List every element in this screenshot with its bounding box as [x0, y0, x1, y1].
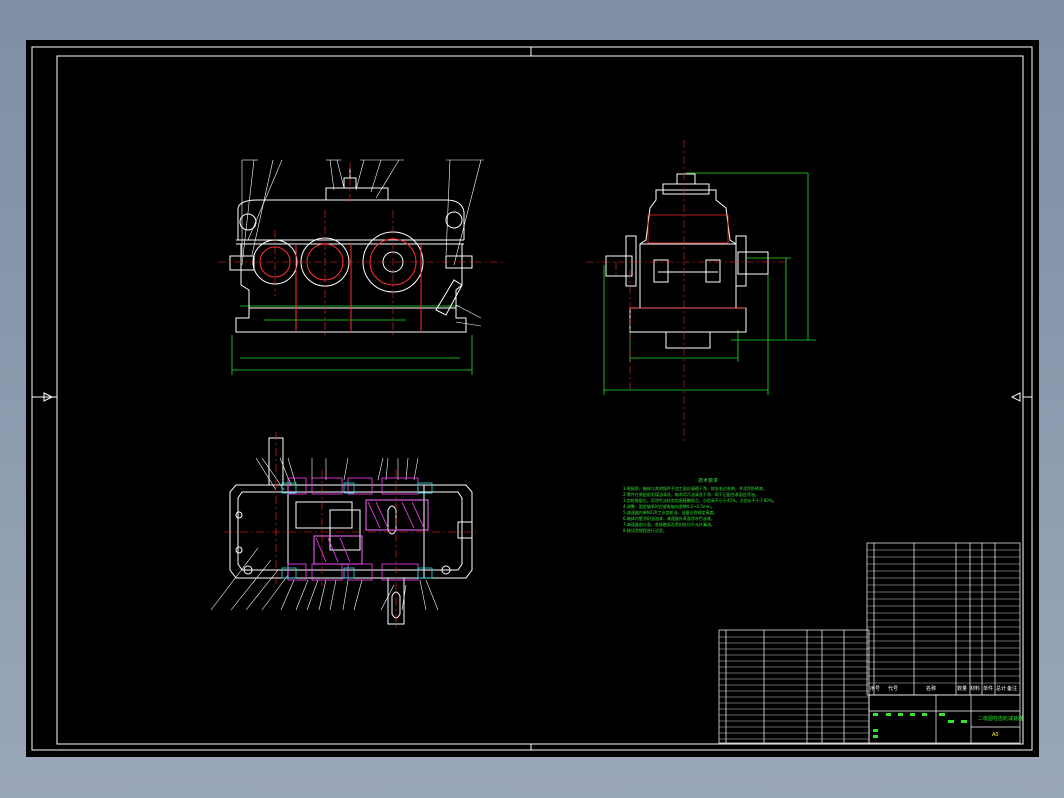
note-line-3: 3.齿轮装配后，用涂色法检验齿面接触斑点，沿齿高不小于45%，沿齿长不小于60%…: [623, 498, 777, 503]
section-bearings: [281, 482, 433, 579]
parts-list-rows: [719, 549, 1020, 740]
note-line-1: 1.装配前，箱体与其他铸件不加工面应清理干净，除去毛边毛刺，并浸涂防锈漆。: [623, 486, 767, 491]
header-remark: 备注: [1007, 685, 1017, 692]
side-hidden: [630, 214, 746, 309]
notes-title: 技术要求: [697, 478, 718, 484]
note-line-8: 8.按试验规程进行试验。: [623, 528, 667, 533]
note-line-2: 2.零件在装配前用煤油清洗，轴承用汽油清洗干净，晾干后配合表面应涂油。: [623, 492, 759, 497]
front-dimensions: [231, 305, 473, 375]
header-unit: 单件: [983, 685, 993, 692]
title-block-cells: [873, 713, 967, 738]
header-total: 总计: [996, 685, 1006, 692]
technical-requirements: 技术要求 1.装配前，箱体与其他铸件不加工面应清理干净，除去毛边毛刺，并浸涂防锈…: [623, 478, 793, 534]
side-centerlines: [586, 140, 786, 442]
front-housing: [229, 168, 473, 333]
note-line-5: 5.减速器内装N220工业齿轮油，油量达到规定高度。: [623, 510, 718, 515]
header-seq: 序号: [870, 685, 880, 692]
front-centerlines: [218, 162, 504, 336]
front-view: [218, 159, 504, 375]
sheet-border: [31, 46, 1033, 751]
header-name: 名称: [926, 685, 936, 692]
section-hatch: [287, 477, 429, 581]
top-section-view: [210, 432, 476, 630]
header-qty: 数量: [957, 685, 967, 692]
side-dimensions: [603, 172, 816, 395]
header-code: 代号: [888, 685, 898, 692]
front-leaders: [241, 159, 484, 327]
parts-list-upper: [866, 542, 1021, 696]
drawing-title: 二级圆柱齿轮减速器: [978, 715, 1023, 722]
cad-drawing: 序号 代号 名称 数量 材料 单件 总计 备注 二级圆柱齿轮减速器 A0: [31, 46, 1033, 751]
note-line-6: 6.箱体内壁涂耐油油漆，减速器外表面涂灰色油漆。: [623, 516, 715, 521]
side-view: [586, 140, 816, 442]
section-housing: [229, 437, 473, 625]
header-material: 材料: [970, 685, 980, 692]
drawing-sheet: 序号 代号 名称 数量 材料 单件 总计 备注 二级圆柱齿轮减速器 A0 技术要…: [26, 40, 1039, 757]
note-line-7: 7.减速器剖分面、各接触面及密封处均不允许漏油。: [623, 522, 715, 527]
title-block-headers: 序号 代号 名称 数量 材料 单件 总计 备注: [870, 685, 1017, 692]
note-line-4: 4.调整、固定轴承时应留有轴向游隙0.2~0.5mm。: [623, 504, 715, 509]
drawing-number: A0: [992, 732, 999, 738]
section-centerlines: [224, 432, 476, 630]
